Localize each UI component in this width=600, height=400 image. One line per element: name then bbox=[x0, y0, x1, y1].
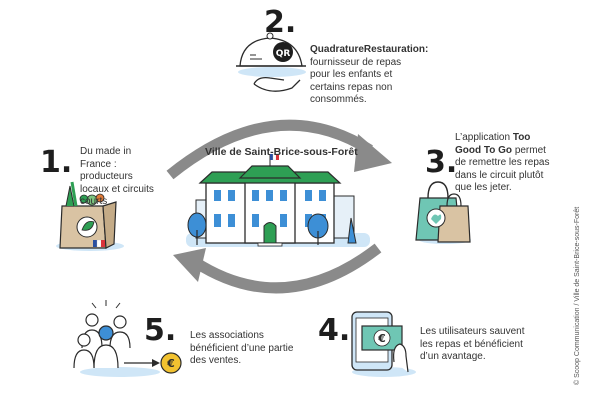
step-1-text: Du made in France : producteurs locaux e… bbox=[80, 146, 154, 207]
copyright-notice: © Scoop Communication / Ville de Saint-B… bbox=[574, 206, 581, 385]
step-4-number: 4. bbox=[318, 313, 351, 348]
town-hall-icon bbox=[186, 153, 370, 247]
step-5-text: Les associations bénéficient d’une parti… bbox=[190, 330, 294, 366]
top-arrow bbox=[166, 119, 373, 180]
step-3-prefix: L’application bbox=[455, 132, 511, 143]
euro-sign: € bbox=[377, 332, 386, 345]
community-euro-icon: € bbox=[73, 300, 182, 377]
step-5-number: 5. bbox=[144, 313, 177, 348]
step-2-number: 2. bbox=[264, 5, 297, 40]
town-hall-title: Ville de Saint-Brice-sous-Forêt bbox=[205, 146, 358, 159]
step-2-brand: QuadratureRestauration: bbox=[310, 44, 429, 55]
grocery-bag-icon bbox=[56, 181, 124, 251]
step-3-brand: Too Good To Go bbox=[455, 132, 531, 156]
too-good-to-go-bag-icon bbox=[415, 181, 471, 244]
phone-payment-icon: € bbox=[351, 311, 416, 377]
step-1-number: 1. bbox=[40, 145, 73, 180]
cycle-arrows bbox=[166, 119, 382, 294]
serving-cloche-icon: QR bbox=[236, 32, 306, 92]
step-2-description: fournisseur de repas pour les enfants et… bbox=[310, 56, 402, 106]
bottom-arrow-head bbox=[173, 248, 206, 282]
step-3-description: permet de remettre les repas dans le cir… bbox=[455, 144, 550, 194]
bottom-arrow bbox=[192, 243, 382, 294]
coin-euro-sign: € bbox=[166, 357, 175, 370]
step-3-text: L’application Too Good To Go permet de r… bbox=[455, 132, 555, 195]
step-4-text: Les utilisateurs sauvent les repas et bé… bbox=[420, 326, 525, 362]
step-3-number: 3. bbox=[425, 145, 458, 180]
cloche-logo: QR bbox=[276, 49, 291, 59]
step-2-text: QuadratureRestauration: fournisseur de r… bbox=[310, 44, 428, 107]
town-hall-title-text: Ville de Saint-Brice-sous-Forêt bbox=[205, 146, 358, 158]
top-arrow-head bbox=[354, 134, 392, 172]
